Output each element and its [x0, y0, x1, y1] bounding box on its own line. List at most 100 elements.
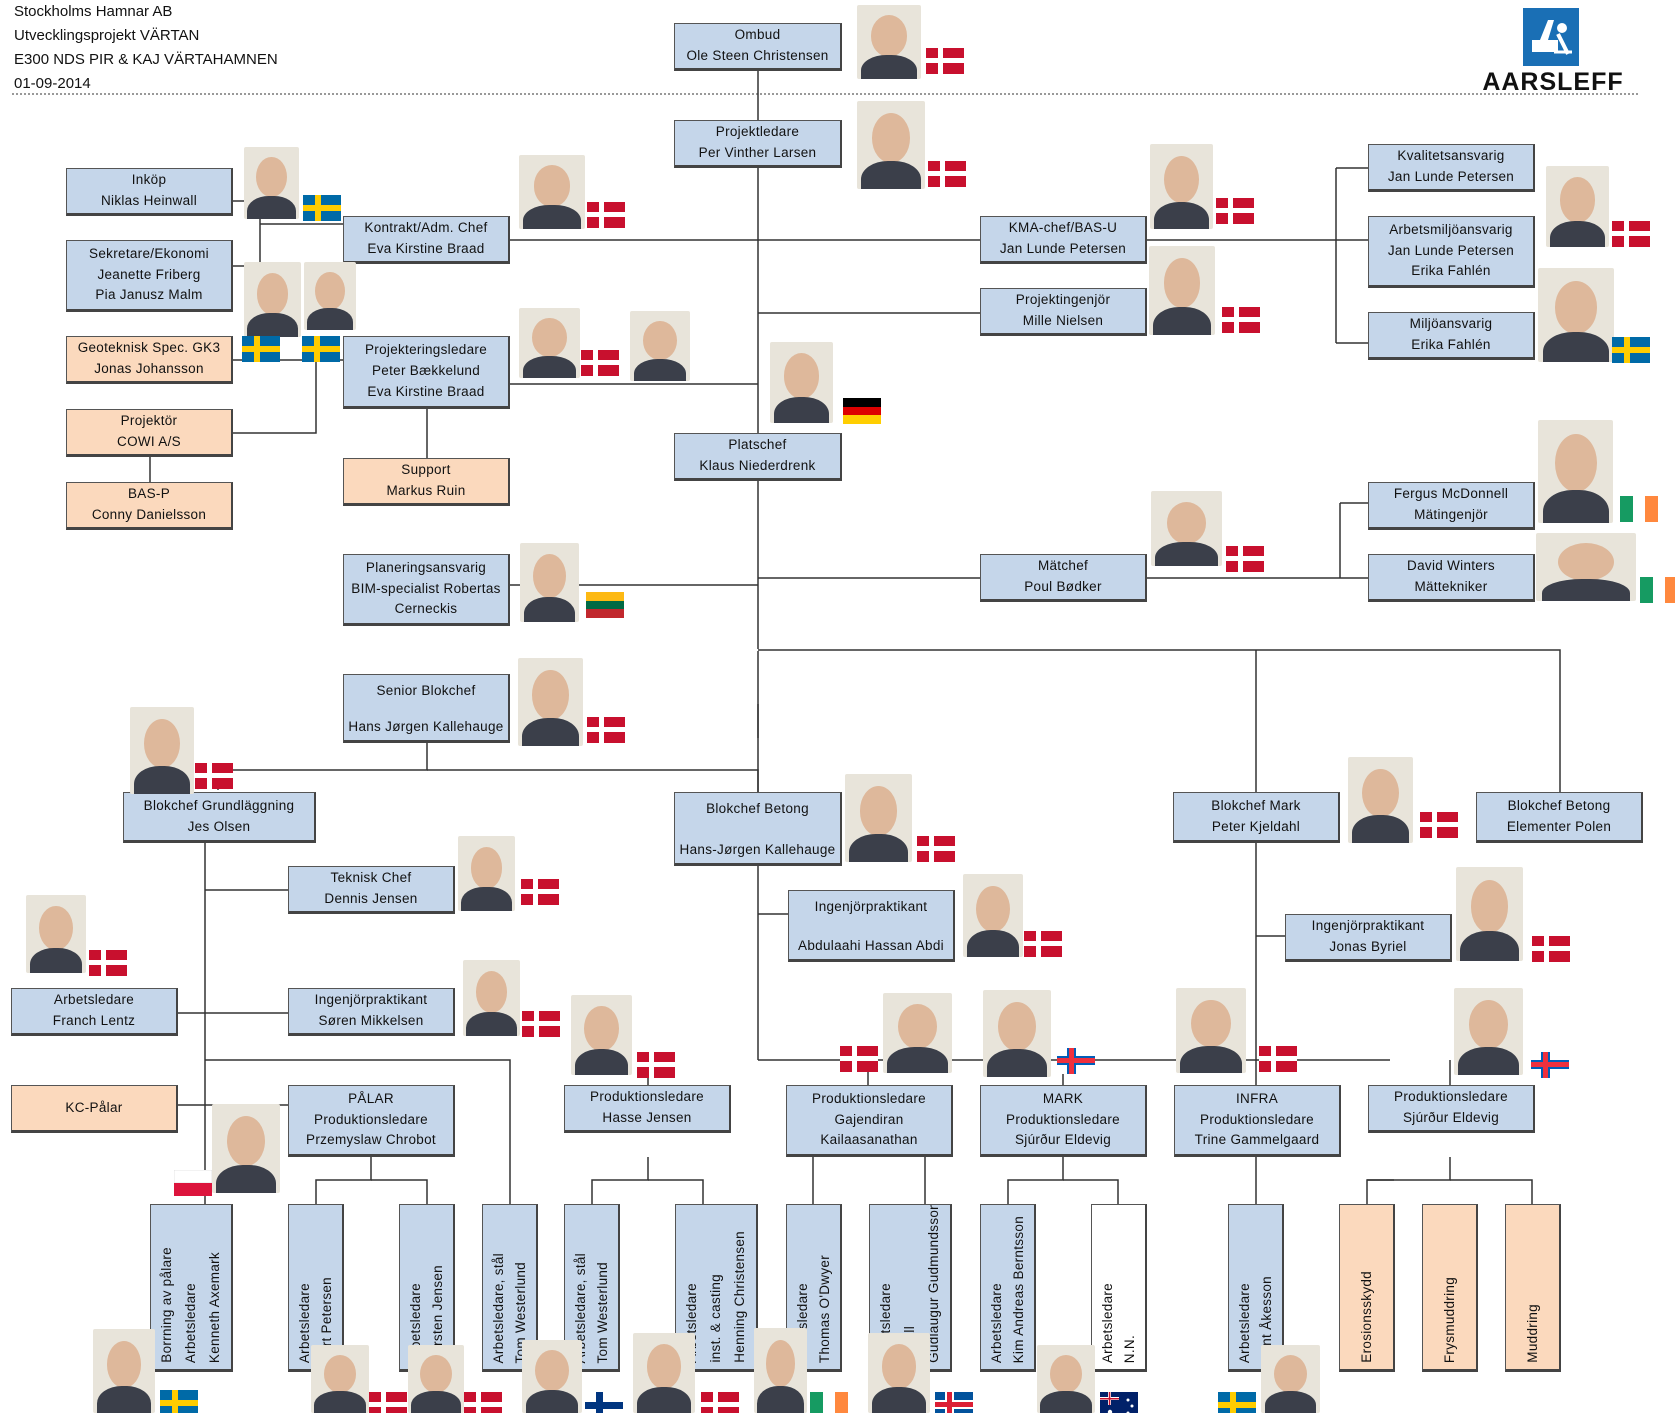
portrait-photo [212, 1104, 280, 1193]
role: Projekteringsledare [364, 342, 487, 358]
role: Ingenjörpraktikant [814, 899, 928, 914]
vbox-erosionsskydd[interactable]: Erosionsskydd [1339, 1204, 1395, 1372]
flag-se-icon [303, 195, 341, 221]
flag-dk-icon [1226, 546, 1264, 572]
portrait-photo [630, 311, 690, 381]
portrait-photo [571, 995, 632, 1075]
portrait-photo [633, 1333, 695, 1413]
box-kcpalar[interactable]: KC-Pålar [11, 1085, 178, 1133]
flag-se-icon [160, 1390, 198, 1413]
flag-dk-icon [1420, 812, 1458, 838]
role: Arbetsledare [53, 992, 135, 1008]
vtext: Kenneth Axemark [207, 1251, 223, 1363]
person: Niklas Heinwall [100, 193, 198, 208]
vbox-frysmuddring[interactable]: Frysmuddring [1422, 1204, 1478, 1372]
role: Mätingenjör [1414, 507, 1488, 522]
header-company: Stockholms Hamnar AB [14, 3, 173, 20]
role: Blokchef Grundläggning [143, 797, 295, 813]
person: Conny Danielsson [91, 507, 207, 522]
vtext: N.N. [1122, 1334, 1137, 1363]
role: Produktionsledare [314, 1111, 428, 1127]
person: COWI A/S [117, 434, 181, 449]
person: Ole Steen Christensen [686, 48, 829, 63]
flag-dk-icon [1259, 1046, 1297, 1072]
flag-dk-icon [637, 1052, 675, 1078]
person: BIM-specialist Robertas [351, 580, 501, 596]
flag-dk-icon [1532, 936, 1570, 962]
portrait-photo [519, 155, 585, 229]
person: Eva Kirstine Braad [367, 383, 485, 399]
person: Fergus McDonnell [1393, 486, 1509, 502]
person: Per Vinther Larsen [698, 145, 817, 160]
section: INFRA [1236, 1090, 1278, 1106]
vtext: Borrning av pålare [159, 1247, 175, 1363]
header-project: Utvecklingsprojekt VÄRTAN [14, 27, 200, 44]
person: David Winters [1407, 558, 1495, 574]
role: Projektledare [715, 124, 800, 140]
portrait-photo [311, 1345, 369, 1413]
flag-fi-icon [585, 1392, 623, 1413]
role: Produktionsledare [1006, 1111, 1120, 1127]
flag-dk-icon [1216, 198, 1254, 224]
portrait-photo [244, 262, 301, 337]
flag-de-icon [843, 398, 881, 424]
portrait-photo [1261, 1345, 1320, 1413]
portrait-photo [845, 774, 912, 862]
flag-dk-icon [587, 717, 625, 743]
flag-dk-icon [521, 879, 559, 905]
portrait-photo [408, 1345, 464, 1413]
person: Gajendiran [834, 1111, 904, 1127]
flag-dk-icon [89, 950, 127, 976]
person: Erika Fahlén [1411, 263, 1491, 279]
portrait-photo [1454, 988, 1523, 1075]
person: Franch Lentz [52, 1013, 136, 1028]
vbox-muddring[interactable]: Muddring [1505, 1204, 1561, 1372]
portrait-photo [518, 658, 583, 746]
role: Mättekniker [1414, 579, 1488, 594]
person: Jan Lunde Petersen [1387, 169, 1515, 184]
person: Søren Mikkelsen [318, 1013, 424, 1028]
